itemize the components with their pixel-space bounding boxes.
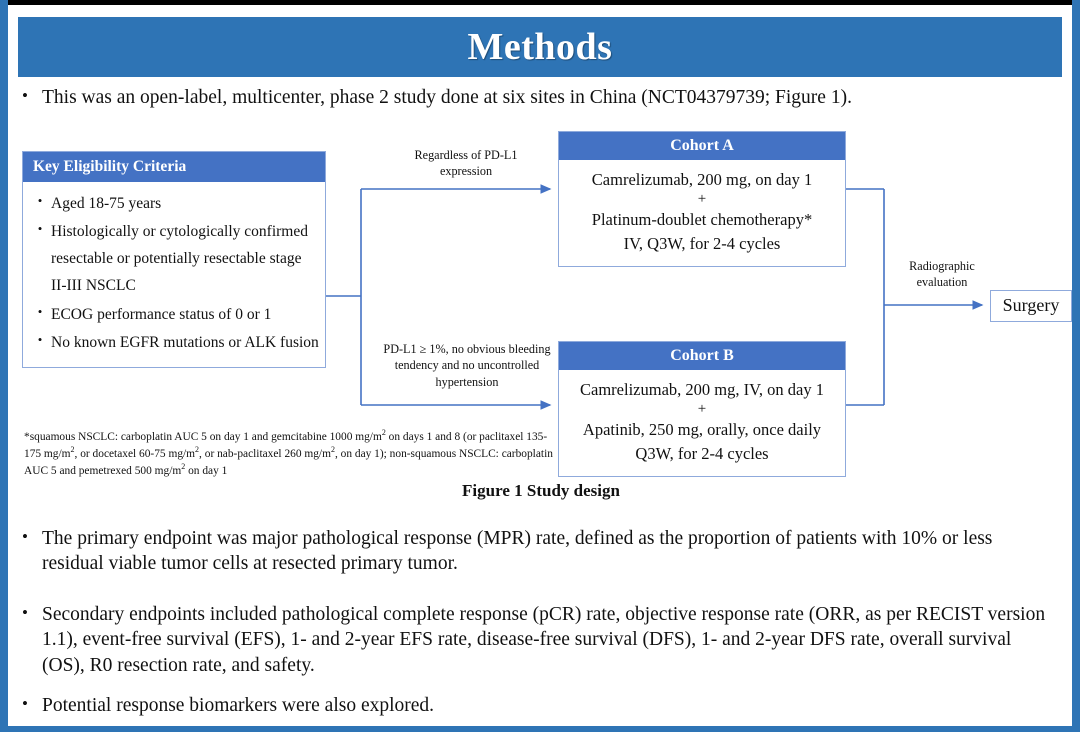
list-item: • No known EGFR mutations or ALK fusion bbox=[29, 329, 319, 356]
cohort-b-body: Camrelizumab, 200 mg, IV, on day 1 + Apa… bbox=[559, 370, 845, 476]
bullet-glyph: • bbox=[37, 303, 43, 319]
page-title: Methods bbox=[467, 26, 613, 68]
cohort-a-box: Cohort A Camrelizumab, 200 mg, on day 1 … bbox=[558, 131, 846, 267]
cohort-b-plus: + bbox=[697, 400, 707, 417]
eligibility-item-text: Aged 18-75 years bbox=[51, 195, 162, 212]
bullet-glyph: • bbox=[22, 603, 28, 622]
chemotherapy-footnote: *squamous NSCLC: carboplatin AUC 5 on da… bbox=[24, 428, 554, 479]
footnote-sup: 2 bbox=[181, 461, 186, 471]
cohort-a-plus: + bbox=[697, 190, 707, 207]
arm-label-top: Regardless of PD-L1 expression bbox=[414, 148, 518, 179]
cohort-a-line-2: Platinum-doublet chemotherapy* bbox=[591, 209, 813, 229]
biomarkers-bullet: • Potential response biomarkers were als… bbox=[22, 693, 1022, 718]
slide-canvas: Methods • This was an open-label, multic… bbox=[8, 5, 1072, 727]
list-item: • Histologically or cytologically confir… bbox=[29, 218, 319, 299]
footnote-sup: 2 bbox=[381, 428, 386, 437]
cohort-b-box: Cohort B Camrelizumab, 200 mg, IV, on da… bbox=[558, 341, 846, 477]
bullet-glyph: • bbox=[37, 331, 43, 347]
bullet-glyph: • bbox=[22, 86, 28, 105]
surgery-label: Surgery bbox=[1002, 295, 1060, 315]
slide-edge-left bbox=[0, 0, 8, 732]
biomarkers-text: Potential response biomarkers were also … bbox=[42, 695, 435, 716]
secondary-endpoint-bullet: • Secondary endpoints included pathologi… bbox=[22, 602, 1054, 678]
primary-endpoint-bullet: • The primary endpoint was major patholo… bbox=[22, 526, 1052, 577]
bullet-glyph: • bbox=[37, 193, 43, 208]
cohort-b-line-2: Apatinib, 250 mg, orally, once daily bbox=[582, 419, 822, 439]
intro-bullet: • This was an open-label, multicenter, p… bbox=[22, 85, 1052, 110]
eligibility-header: Key Eligibility Criteria bbox=[23, 152, 325, 182]
secondary-endpoint-text: Secondary endpoints included pathologica… bbox=[42, 604, 1046, 676]
footnote-part: on days 1 and 8 (or paclitaxel 135-175 m… bbox=[24, 430, 548, 460]
bullet-glyph: • bbox=[22, 694, 28, 713]
list-item: • Aged 18-75 years bbox=[29, 190, 319, 217]
eligibility-item-text: Histologically or cytologically confirme… bbox=[51, 223, 308, 295]
footnote-part: , on day 1); non-squamous NSCLC: carbopl… bbox=[24, 447, 553, 477]
study-design-figure: Key Eligibility Criteria • Aged 18-75 ye… bbox=[16, 123, 1072, 503]
connector-lines bbox=[326, 184, 984, 410]
slide-edge-bottom bbox=[0, 726, 1080, 732]
footnote-sup: 2 bbox=[195, 444, 200, 454]
cohort-a-header: Cohort A bbox=[559, 132, 845, 160]
surgery-box: Surgery bbox=[990, 290, 1072, 322]
cohort-b-line-1: Camrelizumab, 200 mg, IV, on day 1 bbox=[580, 380, 824, 399]
cohort-a-line-3: IV, Q3W, for 2-4 cycles bbox=[623, 233, 781, 253]
bullet-glyph: • bbox=[22, 527, 28, 546]
cohort-a-body: Camrelizumab, 200 mg, on day 1 + Platinu… bbox=[559, 160, 845, 266]
footnote-part: , or nab-paclitaxel 260 mg/m bbox=[199, 447, 331, 460]
eligibility-criteria-box: Key Eligibility Criteria • Aged 18-75 ye… bbox=[22, 151, 326, 368]
eligibility-item-text: ECOG performance status of 0 or 1 bbox=[51, 305, 272, 323]
cohort-a-line-1: Camrelizumab, 200 mg, on day 1 bbox=[591, 170, 813, 189]
arm-label-radiographic-evaluation: Radiographic evaluation bbox=[909, 259, 975, 290]
footnote-part: *squamous NSCLC: carboplatin AUC 5 on da… bbox=[24, 430, 382, 443]
cohort-b-line-3: Q3W, for 2-4 cycles bbox=[635, 443, 769, 463]
footnote-sup: 2 bbox=[70, 444, 75, 454]
figure-caption: Figure 1 Study design bbox=[462, 481, 620, 500]
eligibility-list: • Aged 18-75 years • Histologically or c… bbox=[23, 182, 325, 367]
intro-bullet-text: This was an open-label, multicenter, pha… bbox=[42, 87, 852, 108]
arm-label-bottom: PD-L1 ≥ 1%, no obvious bleeding tendency… bbox=[383, 342, 551, 389]
cohort-b-header: Cohort B bbox=[559, 342, 845, 370]
footnote-sup: 2 bbox=[330, 444, 335, 454]
footnote-part: , or docetaxel 60-75 mg/m bbox=[74, 447, 196, 460]
bullet-glyph: • bbox=[37, 221, 43, 237]
list-item: • ECOG performance status of 0 or 1 bbox=[29, 301, 319, 328]
eligibility-item-text: No known EGFR mutations or ALK fusion bbox=[51, 333, 319, 351]
slide-title-bar: Methods bbox=[18, 17, 1062, 77]
slide-edge-right bbox=[1072, 0, 1080, 732]
footnote-part: on day 1 bbox=[185, 464, 228, 477]
primary-endpoint-text: The primary endpoint was major pathologi… bbox=[42, 528, 993, 575]
